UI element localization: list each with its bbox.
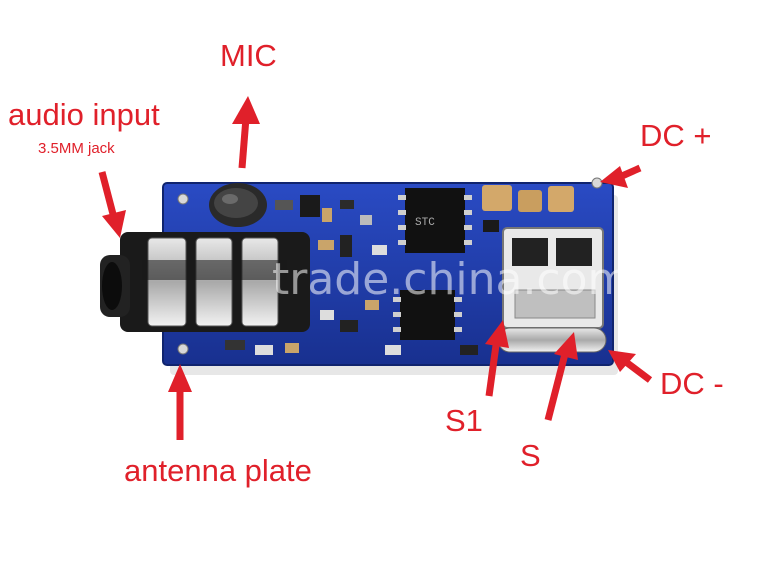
label-mic: MIC: [220, 38, 277, 73]
label-s1: S1: [445, 403, 483, 438]
slide-switch: [502, 227, 604, 329]
ic-chip: STC: [398, 188, 472, 253]
microphone: [209, 183, 267, 227]
smd-components: [225, 185, 574, 355]
audio-jack: [100, 232, 310, 332]
mounting-hole: [591, 177, 603, 189]
label-jack: 3.5MM jack: [38, 140, 115, 157]
label-dc-minus: DC -: [660, 366, 724, 401]
label-dc-plus: DC +: [640, 118, 712, 153]
label-antenna-plate: antenna plate: [124, 453, 312, 488]
mounting-hole: [177, 193, 189, 205]
mounting-hole: [177, 343, 189, 355]
watermark: trade.china.com: [272, 254, 631, 305]
annotation-arrows: [98, 96, 653, 440]
crystal-oscillator: [497, 327, 607, 353]
ic-chip: [393, 290, 462, 340]
label-s: S: [520, 438, 541, 473]
chip-marking: STC: [415, 217, 435, 229]
label-audio-input: audio input: [8, 97, 160, 132]
